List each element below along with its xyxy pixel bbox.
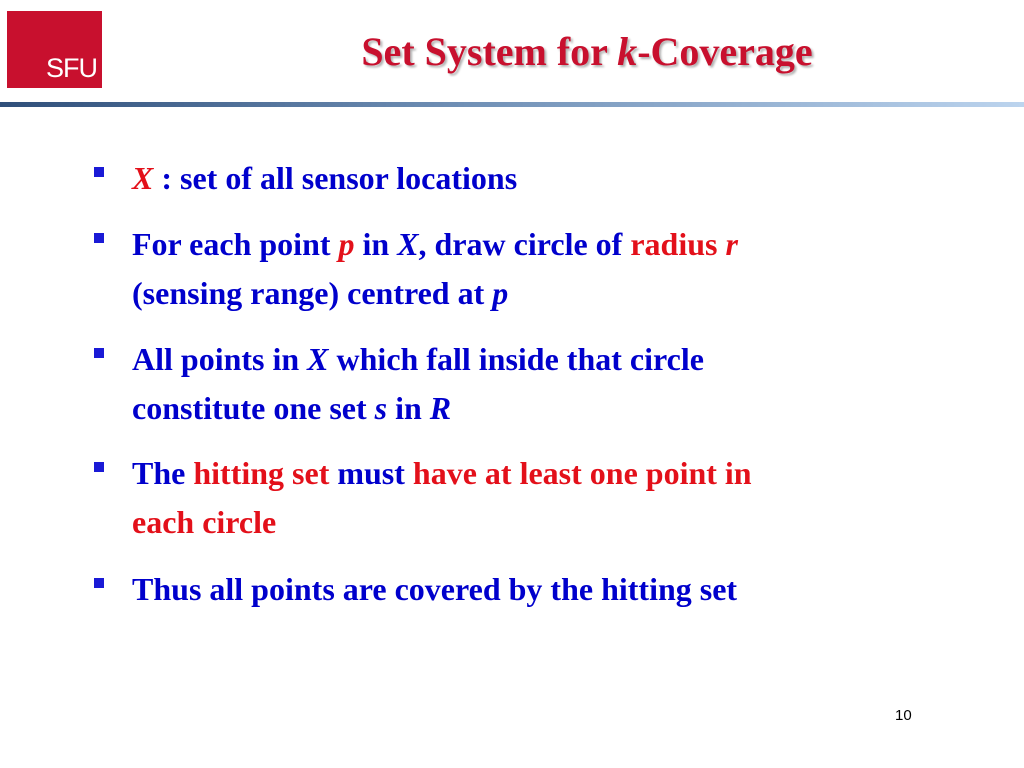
bullet-text: The hitting set must have at least one p…	[132, 449, 924, 547]
bullet-segment: X	[397, 226, 419, 262]
bullet-item: X : set of all sensor locations	[94, 154, 924, 203]
bullet-segment: p	[492, 275, 509, 311]
bullet-square-icon	[94, 348, 104, 358]
title-suffix: -Coverage	[637, 29, 813, 74]
bullet-segment: hitting set	[193, 455, 330, 491]
bullet-list: X : set of all sensor locations For each…	[94, 154, 924, 614]
bullet-segment: Thus all points are covered by the hitti…	[132, 571, 738, 607]
bullet-segment: p	[338, 226, 355, 262]
bullet-line: each circle	[132, 498, 924, 547]
bullet-text: All points in X which fall inside that c…	[132, 335, 924, 433]
bullet-text: For each point p in X, draw circle of ra…	[132, 220, 924, 318]
bullet-item: The hitting set must have at least one p…	[94, 449, 924, 547]
page-number: 10	[895, 707, 912, 724]
bullet-segment: s	[374, 390, 388, 426]
sfu-logo-text: SFU	[46, 53, 98, 83]
bullet-segment: in	[387, 390, 430, 426]
bullet-segment: constitute one set	[132, 390, 375, 426]
bullet-square-icon	[94, 578, 104, 588]
bullet-segment: : set of all sensor locations	[153, 160, 518, 196]
title-divider	[0, 102, 1024, 107]
bullet-segment: (sensing range) centred at	[132, 275, 493, 311]
bullet-segment: All points in	[132, 341, 308, 377]
bullet-segment: The	[132, 455, 194, 491]
bullet-line: The hitting set must have at least one p…	[132, 449, 924, 498]
slide-title: Set System for k-Coverage	[150, 28, 1024, 75]
bullet-segment: X	[132, 160, 154, 196]
bullet-segment: which fall inside that circle	[328, 341, 704, 377]
sfu-logo: SFU	[7, 11, 102, 88]
bullet-segment: For each point	[132, 226, 339, 262]
bullet-line: constitute one set s in R	[132, 384, 924, 433]
bullet-square-icon	[94, 462, 104, 472]
bullet-segment: in	[354, 226, 398, 262]
bullet-item: For each point p in X, draw circle of ra…	[94, 220, 924, 318]
bullet-segment: must	[329, 455, 413, 491]
title-variable: k	[617, 29, 638, 74]
bullet-line: X : set of all sensor locations	[132, 154, 924, 203]
bullet-segment: , draw circle of	[418, 226, 631, 262]
bullet-line: All points in X which fall inside that c…	[132, 335, 924, 384]
bullet-square-icon	[94, 167, 104, 177]
bullet-segment: have at least one point in	[412, 455, 752, 491]
bullet-item: All points in X which fall inside that c…	[94, 335, 924, 433]
bullet-line: (sensing range) centred at p	[132, 269, 924, 318]
bullet-line: For each point p in X, draw circle of ra…	[132, 220, 924, 269]
title-prefix: Set System for	[361, 29, 618, 74]
bullet-segment: X	[307, 341, 329, 377]
bullet-text: X : set of all sensor locations	[132, 154, 924, 203]
bullet-item: Thus all points are covered by the hitti…	[94, 565, 924, 614]
bullet-segment: r	[725, 226, 738, 262]
bullet-line: Thus all points are covered by the hitti…	[132, 565, 924, 614]
bullet-segment: each circle	[132, 504, 277, 540]
bullet-square-icon	[94, 233, 104, 243]
bullet-text: Thus all points are covered by the hitti…	[132, 565, 924, 614]
bullet-segment: radius	[630, 226, 726, 262]
bullet-segment: R	[429, 390, 452, 426]
